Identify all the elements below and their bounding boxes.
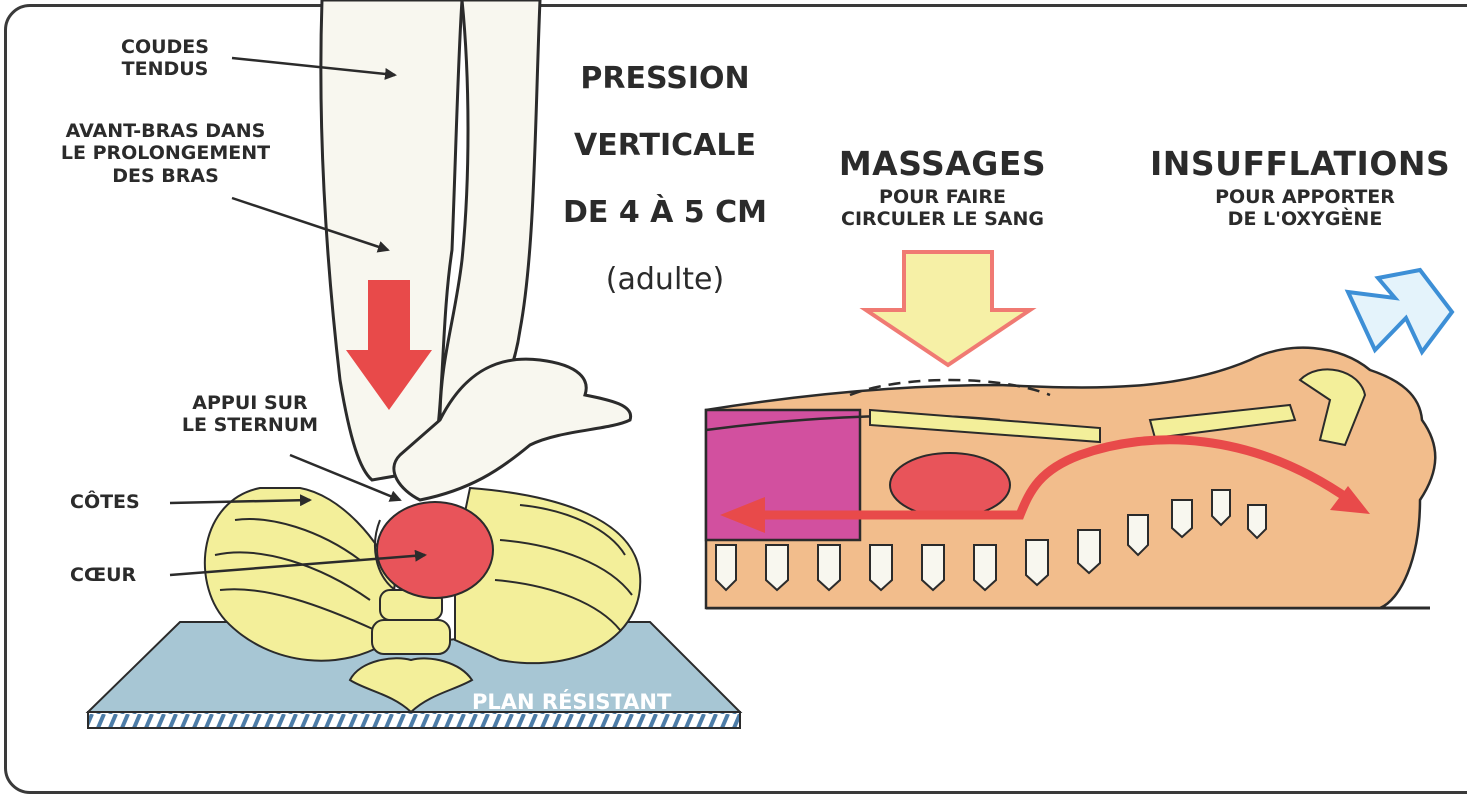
label-appui-sternum: APPUI SUR LE STERNUM: [160, 392, 340, 437]
label-plan-resistant: PLAN RÉSISTANT: [472, 690, 671, 714]
label-avant-bras: AVANT-BRAS DANS LE PROLONGEMENT DES BRAS: [28, 120, 303, 187]
label-coudes-tendus: COUDES TENDUS: [105, 36, 225, 81]
label-cotes: CÔTES: [70, 491, 140, 513]
insufflations-subtitle: POUR APPORTER DE L'OXYGÈNE: [1180, 186, 1430, 231]
heart: [375, 502, 493, 598]
massage-arrow: [866, 252, 1030, 365]
pression-line-1: PRESSION: [555, 62, 775, 96]
pression-line-4: (adulte): [555, 263, 775, 297]
massages-title: MASSAGES: [820, 145, 1065, 184]
massages-subtitle: POUR FAIRE CIRCULER LE SANG: [800, 186, 1085, 231]
pression-line-3: DE 4 À 5 CM: [555, 196, 775, 230]
heart-side-view: [890, 453, 1010, 517]
insufflations-title: INSUFFLATIONS: [1150, 145, 1467, 184]
pression-line-2: VERTICALE: [555, 129, 775, 163]
insufflation-arrow: [1348, 270, 1452, 352]
label-pression-verticale: PRESSION VERTICALE DE 4 À 5 CM (adulte): [555, 28, 775, 330]
label-coeur: CŒUR: [70, 564, 136, 586]
